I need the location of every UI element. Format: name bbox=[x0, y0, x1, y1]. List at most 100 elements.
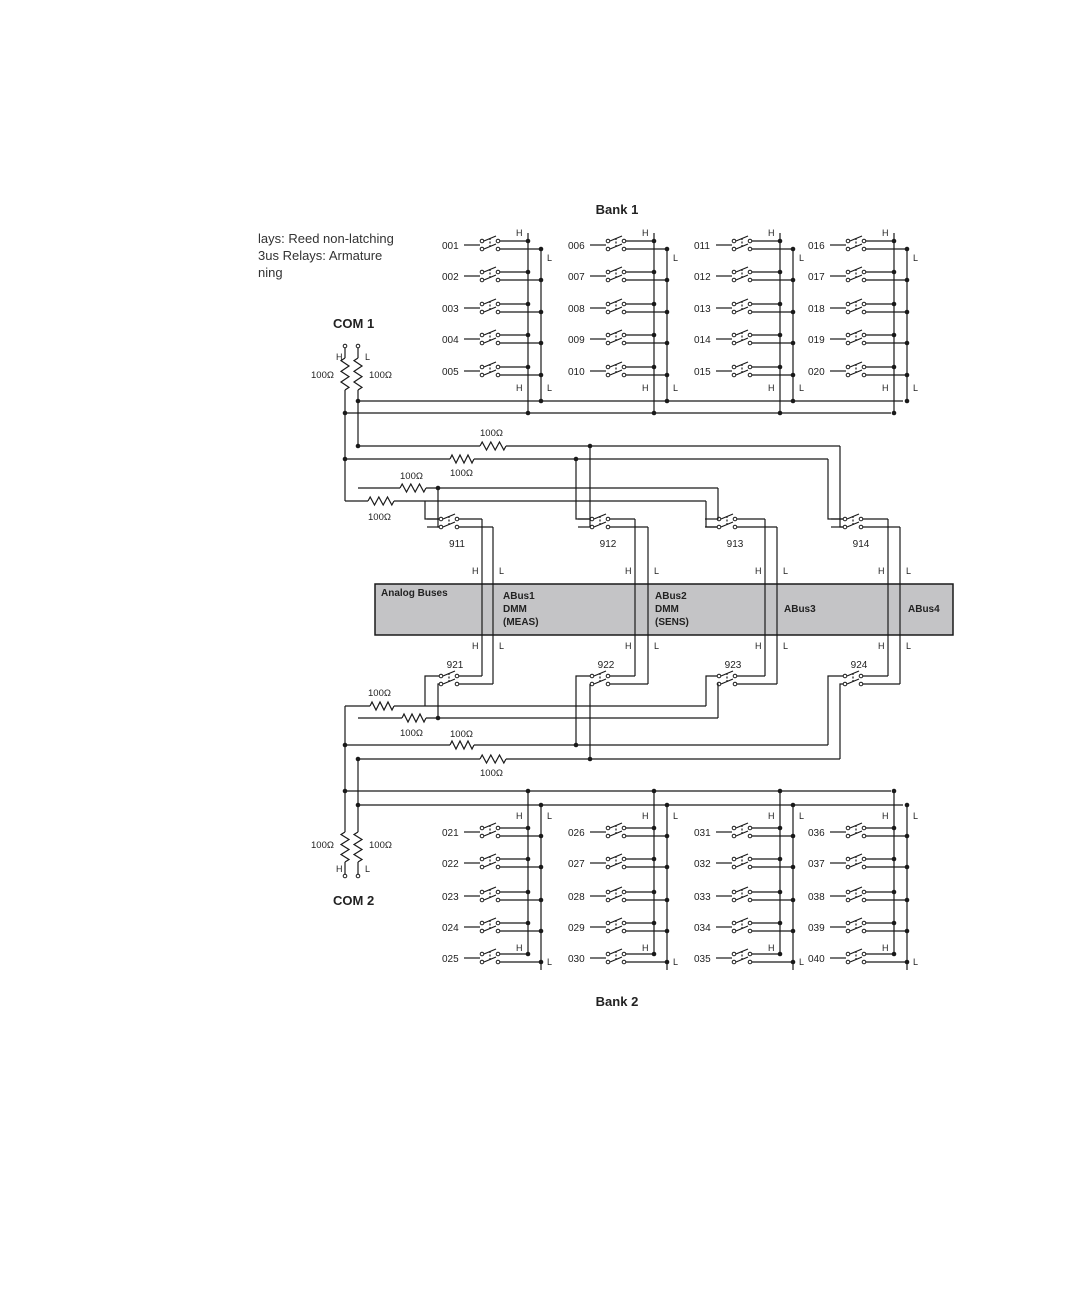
resistor-symbol bbox=[367, 495, 395, 507]
bank1-channel-010-relay-l-in bbox=[605, 372, 611, 378]
abus2-name: ABus2 bbox=[655, 591, 687, 602]
bank1-channel-004-relay-h-in bbox=[479, 332, 485, 338]
bus-relay-923-h-out bbox=[732, 673, 738, 679]
feed-914-h bbox=[827, 459, 843, 520]
bank1-channel-019-relay-h-out bbox=[861, 332, 867, 338]
bank2-channel-027-label: 027 bbox=[568, 859, 585, 870]
bank1-group-2-h-top: H bbox=[768, 228, 775, 238]
com1-h-resistor bbox=[339, 357, 351, 391]
bank2-channel-033-relay-h-in bbox=[731, 889, 737, 895]
bus-relay-911-l-in bbox=[438, 524, 444, 530]
bank2-channel-035-relay-h-in bbox=[731, 951, 737, 957]
bank2-channel-021-label: 021 bbox=[442, 828, 459, 839]
resistor-symbol bbox=[449, 453, 475, 465]
bank1-group-3-h-bottom: H bbox=[882, 383, 889, 393]
bank2-channel-031-relay-l-out bbox=[747, 833, 753, 839]
bank1-group-2-l-top: L bbox=[799, 253, 804, 263]
bank1-channel-006-relay-l-out bbox=[621, 246, 627, 252]
bank1-channel-012-label: 012 bbox=[694, 272, 711, 283]
bank2-channel-036-label: 036 bbox=[808, 828, 825, 839]
feed-924-l bbox=[839, 683, 843, 759]
bus-relay-923-l-out bbox=[732, 681, 738, 687]
resistor-label-c2-ab1-l: 100Ω bbox=[400, 728, 423, 739]
bank1-channel-018-relay-l-out bbox=[861, 309, 867, 315]
bus-relay-911-h-out bbox=[454, 516, 460, 522]
bank1-channel-003-relay-h-out bbox=[495, 301, 501, 307]
bank1-channel-013-relay-h-out bbox=[747, 301, 753, 307]
feed-921-h bbox=[424, 675, 439, 706]
com-2-h-label: H bbox=[336, 864, 343, 874]
bus-relay-922-l-out bbox=[605, 681, 611, 687]
abus1-name: ABus1 bbox=[503, 591, 535, 602]
feed-921-l bbox=[437, 683, 439, 718]
bank2-channel-026-relay-h-out bbox=[621, 825, 627, 831]
bank2-channel-037-relay-h-out bbox=[861, 856, 867, 862]
bank1-channel-014-relay-l-in bbox=[731, 340, 737, 346]
bank1-channel-015-relay-h-out bbox=[747, 364, 753, 370]
bank2-channel-031-relay-h-in bbox=[731, 825, 737, 831]
bank1-channel-013-label: 013 bbox=[694, 304, 711, 315]
bank2-channel-034-relay-h-out bbox=[747, 920, 753, 926]
com-1-h-label: H bbox=[336, 352, 343, 362]
feed-924-h bbox=[827, 675, 843, 745]
bus-relay-913-l-out bbox=[732, 524, 738, 530]
bank2-channel-023-relay-l-in bbox=[479, 897, 485, 903]
bus-relay-922-label: 922 bbox=[598, 660, 615, 671]
bank2-channel-032-label: 032 bbox=[694, 859, 711, 870]
bank1-channel-016-relay-l-in bbox=[845, 246, 851, 252]
bank2-channel-031-label: 031 bbox=[694, 828, 711, 839]
bank2-channel-032-relay-h-out bbox=[747, 856, 753, 862]
bank1-channel-019-relay-l-out bbox=[861, 340, 867, 346]
abus2-function: (SENS) bbox=[655, 617, 689, 628]
bank1-channel-010-relay-h-out bbox=[621, 364, 627, 370]
bank2-channel-023-relay-h-out bbox=[495, 889, 501, 895]
bank2-channel-035-label: 035 bbox=[694, 954, 711, 965]
bank1-channel-020-relay-h-out bbox=[861, 364, 867, 370]
bank1-channel-015-relay-h-in bbox=[731, 364, 737, 370]
bank2-channel-034-relay-l-out bbox=[747, 928, 753, 934]
bus-relay-921-h-label: H bbox=[472, 641, 479, 651]
bank1-group-1-h-top: H bbox=[642, 228, 649, 238]
resistor-symbol bbox=[401, 712, 427, 724]
bank1-channel-002-relay-l-in bbox=[479, 277, 485, 283]
resistor-label-ab1-l: 100Ω bbox=[400, 471, 423, 482]
bank1-channel-015-relay-l-in bbox=[731, 372, 737, 378]
bank2-channel-040-relay-h-out bbox=[861, 951, 867, 957]
bank2-channel-030-relay-h-in bbox=[605, 951, 611, 957]
bank1-group-1-l-bottom: L bbox=[673, 383, 678, 393]
bus-relay-912-l-label: L bbox=[654, 566, 659, 576]
bus-relay-922-h-out bbox=[605, 673, 611, 679]
feed-921-dot bbox=[435, 715, 441, 721]
com1-h-terminal bbox=[342, 343, 348, 349]
bank1-channel-017-relay-h-in bbox=[845, 269, 851, 275]
bank2-channel-022-relay-h-in bbox=[479, 856, 485, 862]
bank2-channel-028-relay-h-in bbox=[605, 889, 611, 895]
bank2-channel-022-relay-l-out bbox=[495, 864, 501, 870]
bank2-channel-023-label: 023 bbox=[442, 892, 459, 903]
bus-relay-913-label: 913 bbox=[727, 539, 744, 550]
bank2-group-2-h-bottom: H bbox=[768, 943, 775, 953]
bank1-channel-014-relay-h-out bbox=[747, 332, 753, 338]
bus-relay-911-h-label: H bbox=[472, 566, 479, 576]
com-1-title: COM 1 bbox=[333, 316, 374, 331]
bank2-channel-025-relay-h-in bbox=[479, 951, 485, 957]
bank1-channel-005-label: 005 bbox=[442, 367, 459, 378]
bank1-channel-005-relay-l-out bbox=[495, 372, 501, 378]
bus-relay-911-l-label: L bbox=[499, 566, 504, 576]
bus-relay-913-h-label: H bbox=[755, 566, 762, 576]
bank2-channel-022-label: 022 bbox=[442, 859, 459, 870]
bank1-channel-001-relay-h-out bbox=[495, 238, 501, 244]
bank1-group-2-h-bottom: H bbox=[768, 383, 775, 393]
bank1-channel-019-label: 019 bbox=[808, 335, 825, 346]
bus-relay-922-h-label: H bbox=[625, 641, 632, 651]
bus-relay-911-h-in bbox=[438, 516, 444, 522]
bank1-channel-008-relay-h-in bbox=[605, 301, 611, 307]
bank1-channel-003-relay-h-in bbox=[479, 301, 485, 307]
bank1-channel-016-relay-h-in bbox=[845, 238, 851, 244]
bank1-channel-014-relay-l-out bbox=[747, 340, 753, 346]
bank1-channel-009-relay-l-out bbox=[621, 340, 627, 346]
feed-914-l bbox=[839, 446, 843, 528]
feed-911-l bbox=[437, 488, 439, 528]
